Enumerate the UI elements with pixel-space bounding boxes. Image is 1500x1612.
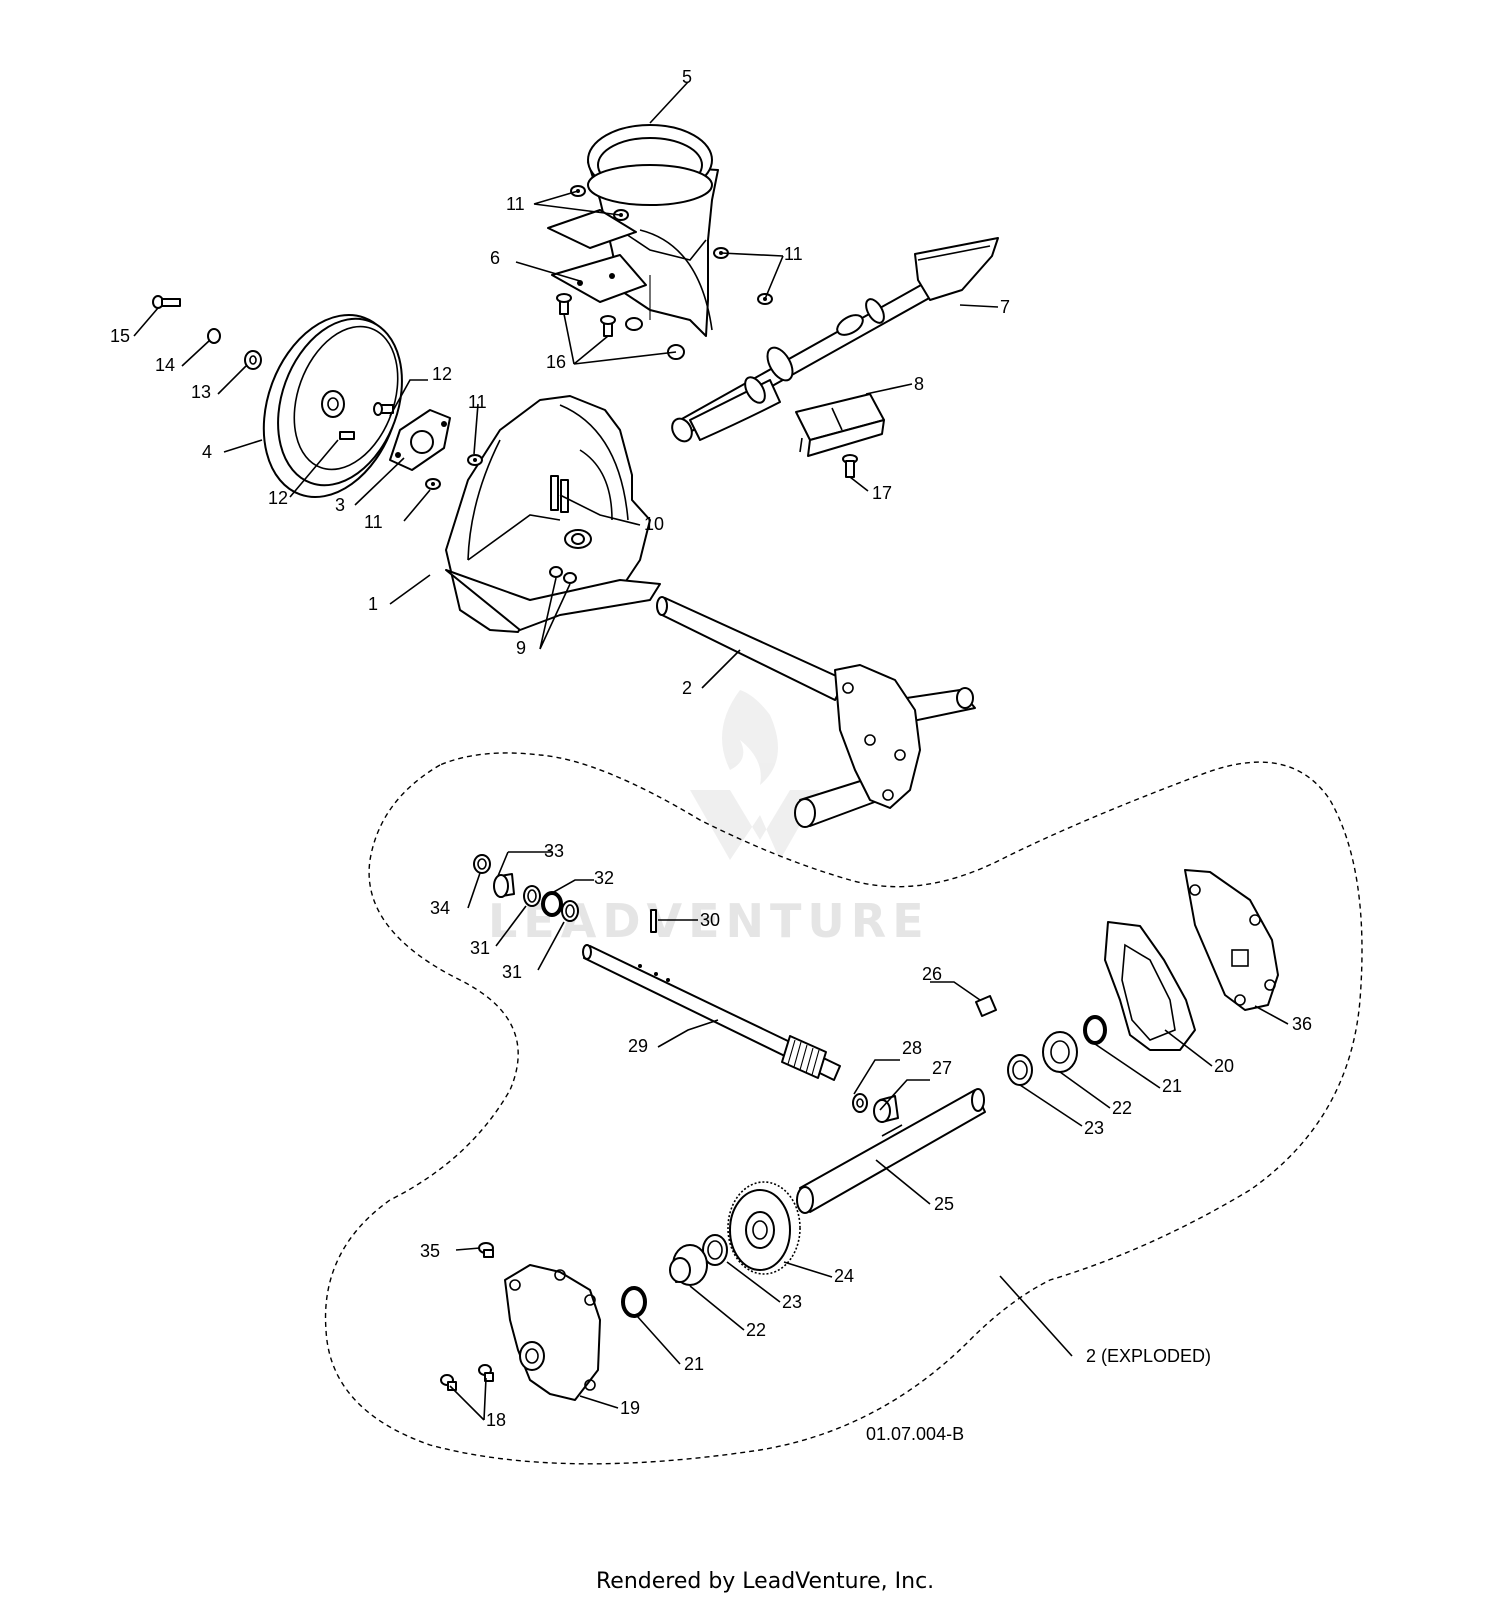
label-10: 10 [644,514,664,534]
label-29: 29 [628,1036,648,1056]
gearbox-half-part-19 [504,1264,601,1401]
bearing-flange-part-3 [389,409,451,471]
label-6: 6 [490,248,500,268]
label-22: 22 [1112,1098,1132,1118]
label-21: 21 [684,1354,704,1374]
label-2: 2 [682,678,692,698]
label-8: 8 [914,374,924,394]
guide-part-8 [795,393,885,457]
label-22: 22 [746,1320,766,1340]
label-14: 14 [155,355,175,375]
label-31: 31 [502,962,522,982]
label-35: 35 [420,1241,440,1261]
washer-part-31-a [523,885,541,907]
washer-part-28 [852,1093,868,1113]
label-12: 12 [432,364,452,384]
label-11: 11 [468,392,487,412]
washer-part-23-b [1007,1054,1033,1086]
seal-part-32 [541,891,563,917]
impeller-housing-part-1 [445,395,661,633]
washer-part-23-a [702,1234,728,1266]
bolt-part-12 [373,402,394,416]
label-31: 31 [470,938,490,958]
label-7: 7 [1000,297,1010,317]
label-23: 23 [782,1292,802,1312]
bolt-part-17 [842,454,858,478]
screw-part-16 [556,293,685,360]
washer-part-31-b [561,900,579,922]
worm-gear-part-24 [727,1181,801,1275]
exploded-label: 2 (EXPLODED) [1086,1346,1211,1366]
nut-part-9 [549,566,577,584]
label-21: 21 [1162,1076,1182,1096]
label-9: 9 [516,638,526,658]
label-28: 28 [902,1038,922,1058]
label-4: 4 [202,442,212,462]
label-13: 13 [191,382,211,402]
label-15: 15 [110,326,130,346]
watermark: LEADVENTURE [488,690,924,948]
ring-part-34 [473,854,491,874]
leader-lines [133,81,1289,1421]
label-32: 32 [594,868,614,888]
label-11: 11 [364,512,383,532]
figure-code: 01.07.004-B [866,1424,964,1444]
label-1: 1 [368,594,378,614]
label-23: 23 [1084,1118,1104,1138]
label-19: 19 [620,1398,640,1418]
washer-part-13 [244,350,262,370]
seal-part-21-a [621,1286,647,1318]
axle-shaft-part-25 [796,1088,986,1214]
label-11: 11 [506,194,525,214]
nut-part-11-b [425,454,483,490]
bushing-part-22-a [669,1244,708,1286]
label-20: 20 [1214,1056,1234,1076]
key-part-26 [975,995,997,1017]
label-36: 36 [1292,1014,1312,1034]
seal-part-21-b [1083,1015,1107,1045]
label-26: 26 [922,964,942,984]
label-12: 12 [268,488,288,508]
label-25: 25 [934,1194,954,1214]
label-33: 33 [544,841,564,861]
label-34: 34 [430,898,450,918]
part-number-labels: 5 11 6 11 7 8 16 17 15 14 13 4 12 12 3 1… [110,67,1312,1444]
bushing-part-33 [493,873,515,898]
label-17: 17 [872,483,892,503]
label-16: 16 [546,352,566,372]
label-18: 18 [486,1410,506,1430]
crank-handle-part-7 [671,237,999,443]
fitting-part-35 [478,1242,494,1258]
bushing-part-27 [873,1095,899,1123]
chute-adapter-part-5 [587,124,719,337]
label-27: 27 [932,1058,952,1078]
label-5: 5 [682,67,692,87]
pulley-part-4 [262,313,403,499]
label-24: 24 [834,1266,854,1286]
bolt-part-10 [550,475,569,513]
worm-shaft-part-29 [582,944,841,1081]
pin-part-30 [650,909,657,933]
label-11: 11 [784,244,803,264]
nut-part-14 [207,328,221,344]
exploded-view-outline [324,752,1363,1465]
label-30: 30 [700,910,720,930]
footer-credit: Rendered by LeadVenture, Inc. [596,1569,934,1594]
bracket-part-6 [547,209,647,303]
gearbox-assembly-part-2 [656,596,976,828]
gasket-part-20 [1104,921,1196,1051]
label-3: 3 [335,495,345,515]
bolt-part-15 [152,295,181,309]
gearbox-half-part-36 [1184,869,1279,1011]
screw-part-18 [440,1364,494,1391]
nut-part-11-a [570,185,773,305]
bushing-part-22-b [1042,1031,1078,1073]
